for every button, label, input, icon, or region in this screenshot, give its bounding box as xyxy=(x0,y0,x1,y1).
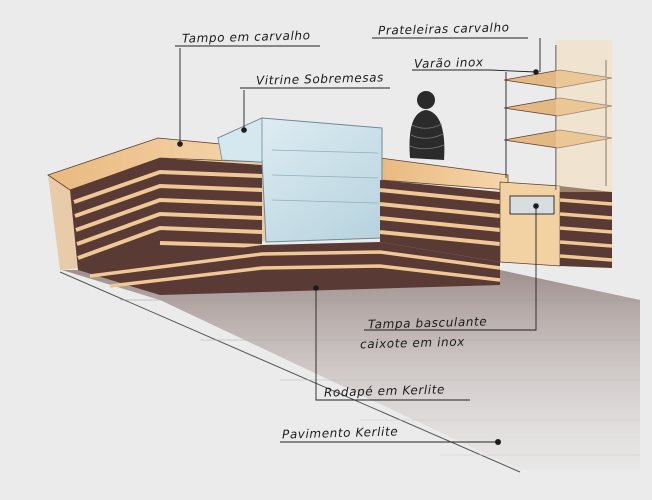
front-slats-center xyxy=(78,242,501,295)
oak-shelves xyxy=(503,40,613,192)
dessert-display-case xyxy=(216,117,383,243)
label-caixote: caixote em inox xyxy=(359,334,466,352)
annotation-dots xyxy=(177,69,539,445)
front-slats-right xyxy=(379,180,501,262)
label-varao: Varão inox xyxy=(413,55,484,71)
person-figure xyxy=(409,91,445,160)
front-slats-left xyxy=(70,158,263,270)
annotation-leaders xyxy=(175,37,541,443)
side-cabinet xyxy=(499,181,613,268)
floor xyxy=(59,270,640,473)
